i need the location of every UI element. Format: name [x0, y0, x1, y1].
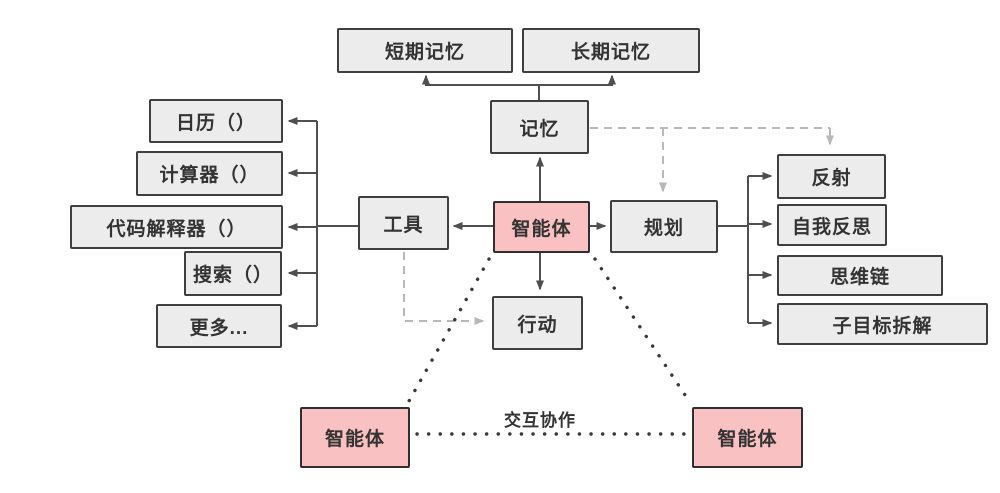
node-agent-center: 智能体 — [493, 201, 590, 253]
node-tools-label: 工具 — [383, 214, 424, 236]
node-action-label: 行动 — [517, 314, 558, 336]
node-chain-of-thought: 思维链 — [777, 255, 943, 296]
node-code-interpreter-label: 代码解释器（） — [106, 218, 247, 240]
node-search: 搜索（） — [184, 251, 282, 296]
node-memory: 记忆 — [490, 100, 589, 154]
edge-planning-trunk — [718, 176, 749, 323]
node-agent-bottom-left: 智能体 — [300, 407, 410, 468]
node-self-reflection-label: 自我反思 — [791, 216, 872, 238]
edge-tools-to-action-dashed — [403, 252, 485, 325]
edge-tools-trunk — [316, 121, 358, 326]
node-reflection-label: 反射 — [811, 168, 852, 189]
node-agent-center-label: 智能体 — [511, 218, 572, 240]
node-planning: 规划 — [610, 200, 718, 253]
node-subgoal-decomposition-label: 子目标拆解 — [832, 315, 933, 337]
node-calendar: 日历（） — [149, 99, 283, 143]
edge-agent-to-right-agent-dotted — [593, 257, 691, 403]
node-agent-bottom-right-label: 智能体 — [717, 429, 778, 450]
node-calculator: 计算器（） — [136, 151, 283, 196]
solid-connectors — [287, 74, 773, 330]
node-subgoal-decomposition: 子目标拆解 — [777, 303, 988, 345]
node-planning-label: 规划 — [643, 218, 684, 239]
node-search-label: 搜索（） — [192, 265, 273, 286]
dotted-connectors — [407, 257, 691, 436]
collaboration-edge-label: 交互协作 — [504, 411, 576, 430]
node-long-term-memory-label: 长期记忆 — [570, 42, 651, 63]
node-self-reflection: 自我反思 — [777, 204, 887, 246]
dashed-connectors — [403, 127, 834, 325]
node-action: 行动 — [492, 296, 583, 350]
node-agent-bottom-right: 智能体 — [692, 407, 803, 468]
node-tools: 工具 — [358, 196, 449, 250]
node-reflection: 反射 — [777, 154, 886, 199]
node-calendar-label: 日历（） — [175, 112, 256, 134]
edge-agent-to-left-agent-dotted — [407, 257, 491, 403]
node-calculator-label: 计算器（） — [159, 165, 260, 186]
node-chain-of-thought-label: 思维链 — [829, 267, 890, 288]
node-short-term-memory: 短期记忆 — [337, 28, 513, 73]
node-code-interpreter: 代码解释器（） — [70, 205, 283, 249]
node-agent-bottom-left-label: 智能体 — [324, 429, 385, 450]
node-more-label: 更多... — [189, 317, 249, 339]
node-short-term-memory-label: 短期记忆 — [384, 42, 465, 63]
node-memory-label: 记忆 — [519, 118, 560, 140]
node-more: 更多... — [156, 304, 282, 348]
node-long-term-memory: 长期记忆 — [522, 28, 700, 73]
edge-memory-split — [426, 84, 612, 100]
